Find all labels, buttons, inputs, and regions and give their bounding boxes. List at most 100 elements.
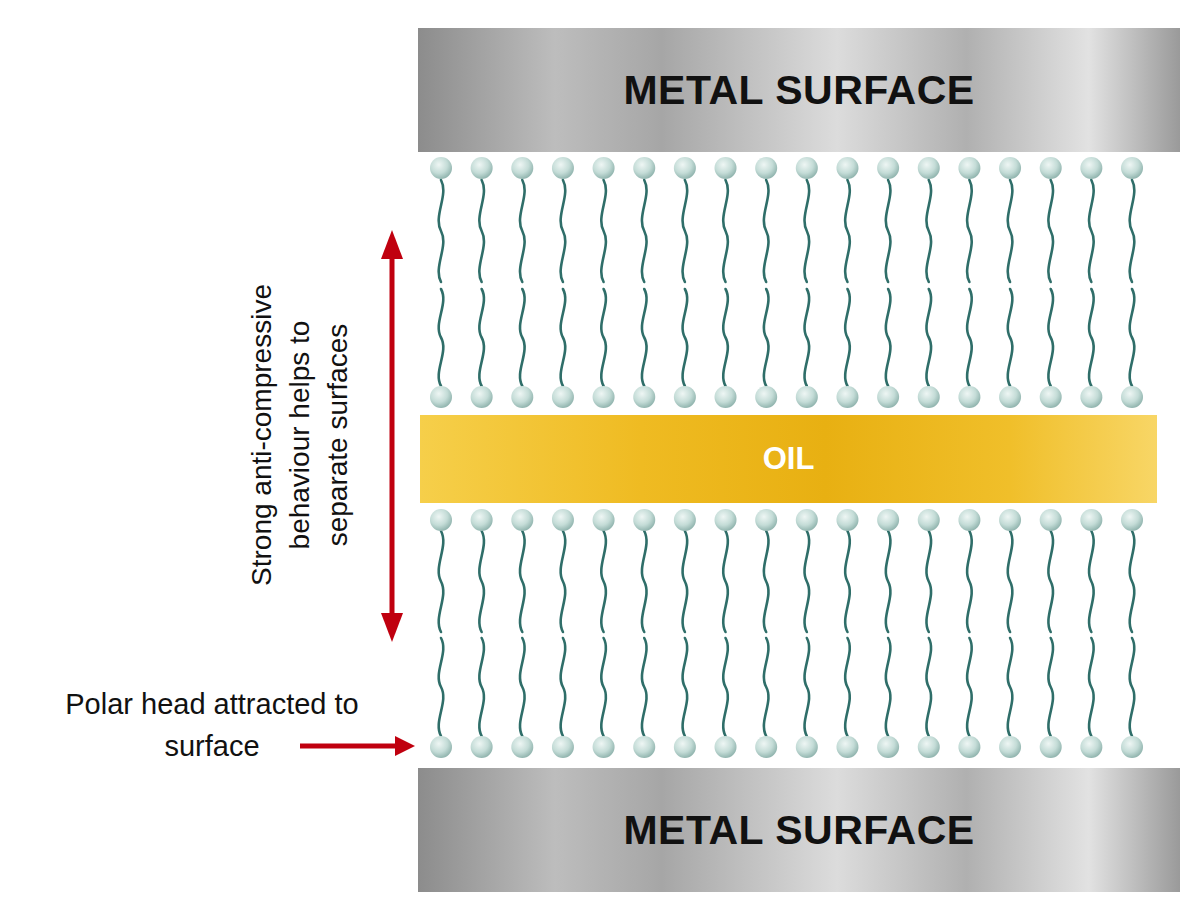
polar-head	[471, 386, 493, 408]
polar-head	[796, 509, 818, 531]
polar-head	[1080, 386, 1102, 408]
polar-head	[999, 736, 1021, 758]
polar-head	[836, 509, 858, 531]
hydrocarbon-tail	[723, 180, 728, 282]
polar-head	[471, 736, 493, 758]
polar-head	[877, 509, 899, 531]
hydrocarbon-tail	[886, 638, 891, 736]
polar-head	[796, 736, 818, 758]
hydrocarbon-tail	[683, 289, 688, 386]
polar-head	[1040, 157, 1062, 179]
hydrocarbon-tail	[967, 531, 972, 632]
hydrocarbon-tail	[683, 531, 688, 632]
polar-head	[552, 157, 574, 179]
polar-head	[958, 157, 980, 179]
hydrocarbon-tail	[1089, 180, 1094, 282]
polar-head	[999, 386, 1021, 408]
bracket-annotation: Strong anti-compressive behaviour helps …	[243, 265, 357, 605]
hydrocarbon-tail	[1008, 289, 1013, 386]
hydrocarbon-tail	[1048, 180, 1053, 282]
polar-head	[1040, 509, 1062, 531]
hydrocarbon-tail	[520, 638, 525, 736]
polar-head	[593, 509, 615, 531]
polar-head	[633, 386, 655, 408]
hydrocarbon-tail	[1089, 289, 1094, 386]
hydrocarbon-tail	[479, 180, 484, 282]
polar-head	[593, 157, 615, 179]
hydrocarbon-tail	[520, 531, 525, 632]
polar-head	[1080, 509, 1102, 531]
hydrocarbon-tail	[601, 638, 606, 736]
polar-head	[1121, 386, 1143, 408]
hydrocarbon-tail	[601, 531, 606, 632]
polar-head	[1040, 386, 1062, 408]
polar-head	[999, 509, 1021, 531]
polar-head	[1080, 736, 1102, 758]
polar-head	[593, 386, 615, 408]
hydrocarbon-tail	[683, 180, 688, 282]
hydrocarbon-tail	[1130, 531, 1135, 632]
hydrocarbon-tail	[1048, 531, 1053, 632]
hydrocarbon-tail	[845, 531, 850, 632]
polar-head	[715, 736, 737, 758]
hydrocarbon-tail	[1130, 638, 1135, 736]
hydrocarbon-tail	[520, 289, 525, 386]
hydrocarbon-tail	[683, 638, 688, 736]
polar-head	[877, 736, 899, 758]
band-label: METAL SURFACE	[623, 67, 974, 114]
hydrocarbon-tail	[642, 531, 647, 632]
polar-head	[1080, 157, 1102, 179]
polar-head	[511, 157, 533, 179]
arrow-shaft	[390, 254, 395, 618]
polar-head	[836, 736, 858, 758]
polar-head	[633, 736, 655, 758]
polar-head	[552, 386, 574, 408]
hydrocarbon-tail	[764, 531, 769, 632]
hydrocarbon-tail	[886, 289, 891, 386]
polar-head	[796, 386, 818, 408]
metal-surface-band: METAL SURFACE	[418, 28, 1180, 152]
polar-head	[430, 157, 452, 179]
polar-head	[471, 509, 493, 531]
polar-head	[552, 509, 574, 531]
hydrocarbon-tail	[439, 531, 444, 632]
polar-head	[430, 509, 452, 531]
polar-head	[958, 386, 980, 408]
arrow-shaft	[300, 744, 398, 749]
polar-head	[471, 157, 493, 179]
double-arrow	[381, 230, 403, 642]
hydrocarbon-tail	[723, 638, 728, 736]
polar-head	[877, 386, 899, 408]
polar-head	[633, 509, 655, 531]
hydrocarbon-tail	[642, 289, 647, 386]
arrow-head	[381, 230, 403, 259]
hydrocarbon-tail	[642, 180, 647, 282]
polar-head	[430, 736, 452, 758]
hydrocarbon-tail	[601, 289, 606, 386]
polar-head	[796, 157, 818, 179]
polar-head	[430, 386, 452, 408]
hydrocarbon-tail	[520, 180, 525, 282]
hydrocarbon-tail	[805, 531, 810, 632]
hydrocarbon-tail	[764, 289, 769, 386]
hydrocarbon-tail	[1008, 531, 1013, 632]
callout-annotation: Polar head attracted to surface	[52, 683, 372, 767]
oil-band: OIL	[420, 415, 1157, 503]
hydrocarbon-tail	[561, 180, 566, 282]
band-label: OIL	[763, 441, 815, 477]
hydrocarbon-tail	[1008, 180, 1013, 282]
arrow-head	[395, 736, 415, 756]
polar-head	[958, 509, 980, 531]
hydrocarbon-tail	[1130, 289, 1135, 386]
hydrocarbon-tail	[1089, 531, 1094, 632]
band-label: METAL SURFACE	[623, 807, 974, 854]
hydrocarbon-tail	[479, 638, 484, 736]
polar-head	[877, 157, 899, 179]
metal-surface-band: METAL SURFACE	[418, 768, 1180, 892]
polar-head	[511, 386, 533, 408]
hydrocarbon-tail	[439, 638, 444, 736]
polar-head	[511, 736, 533, 758]
hydrocarbon-tail	[805, 289, 810, 386]
